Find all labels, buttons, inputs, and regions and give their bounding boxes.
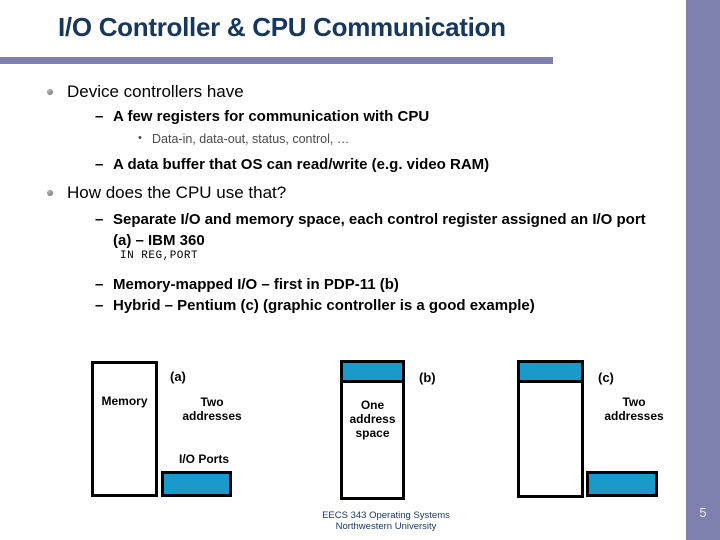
bullet-item-level2: – A few registers for communication with… (95, 106, 429, 127)
title-underline-bar (0, 57, 553, 64)
figure-b-address-space-box: One address space (340, 360, 405, 500)
bullet-item-level1: How does the CPU use that? (47, 183, 287, 203)
bullet-item-level2: – Memory-mapped I/O – first in PDP-11 (b… (95, 274, 399, 295)
bullet-dot-icon (47, 190, 53, 196)
figure-c-label: (c) (598, 370, 614, 385)
dash-bullet-icon: – (95, 108, 104, 125)
footer-course: EECS 343 Operating Systems (322, 510, 450, 521)
figure-c-memory-box (517, 360, 584, 498)
bullet-item-level2: – Separate I/O and memory space, each co… (95, 209, 665, 251)
figure-a-io-port-box (161, 471, 232, 497)
bullet-text: Separate I/O and memory space, each cont… (113, 211, 646, 249)
slide-title: I/O Controller & CPU Communication (58, 12, 506, 42)
bullet-dot-icon (47, 89, 53, 95)
bullet-text: Memory-mapped I/O – first in PDP-11 (b) (113, 276, 399, 293)
bullet-text: Hybrid – Pentium (c) (graphic controller… (113, 297, 535, 314)
bullet-item-level3: • Data-in, data-out, status, control, … (138, 132, 349, 146)
dash-bullet-icon: – (95, 297, 104, 314)
dash-bullet-icon: – (95, 156, 104, 173)
figure-b-label: (b) (419, 370, 436, 385)
figure-a-ports-label: I/O Ports (178, 452, 229, 466)
figure-c-io-region (520, 363, 581, 383)
footer-university: Northwestern University (335, 521, 437, 532)
code-line: IN REG,PORT (120, 250, 199, 262)
sub-bullet-icon: • (138, 132, 142, 144)
figure-a-label: (a) (170, 369, 186, 384)
bullet-text: How does the CPU use that? (67, 183, 287, 202)
figure-b-io-region (343, 363, 402, 383)
bullet-item-level1: Device controllers have (47, 82, 244, 102)
bullet-item-level2: – A data buffer that OS can read/write (… (95, 154, 489, 175)
figure-a-memory-box: Memory (91, 361, 158, 497)
figure-c-io-port-box (586, 471, 658, 497)
right-accent-bar: 5 (686, 0, 720, 540)
bullet-text: A few registers for communication with C… (113, 108, 430, 125)
bullet-text: Device controllers have (67, 82, 244, 101)
dash-bullet-icon: – (95, 211, 104, 228)
bullet-text: A data buffer that OS can read/write (e.… (113, 156, 490, 173)
figure-c-caption: Two addresses (604, 395, 664, 423)
footer: EECS 343 Operating Systems Northwestern … (286, 510, 486, 532)
figure-b-box-label: One address space (349, 398, 396, 440)
bullet-text: Data-in, data-out, status, control, … (152, 132, 350, 146)
dash-bullet-icon: – (95, 276, 104, 293)
figure-a-caption: Two addresses (182, 395, 242, 423)
bullet-item-level2: – Hybrid – Pentium (c) (graphic controll… (95, 295, 535, 316)
page-number: 5 (699, 505, 707, 520)
figure-a-memory-label: Memory (101, 394, 148, 408)
